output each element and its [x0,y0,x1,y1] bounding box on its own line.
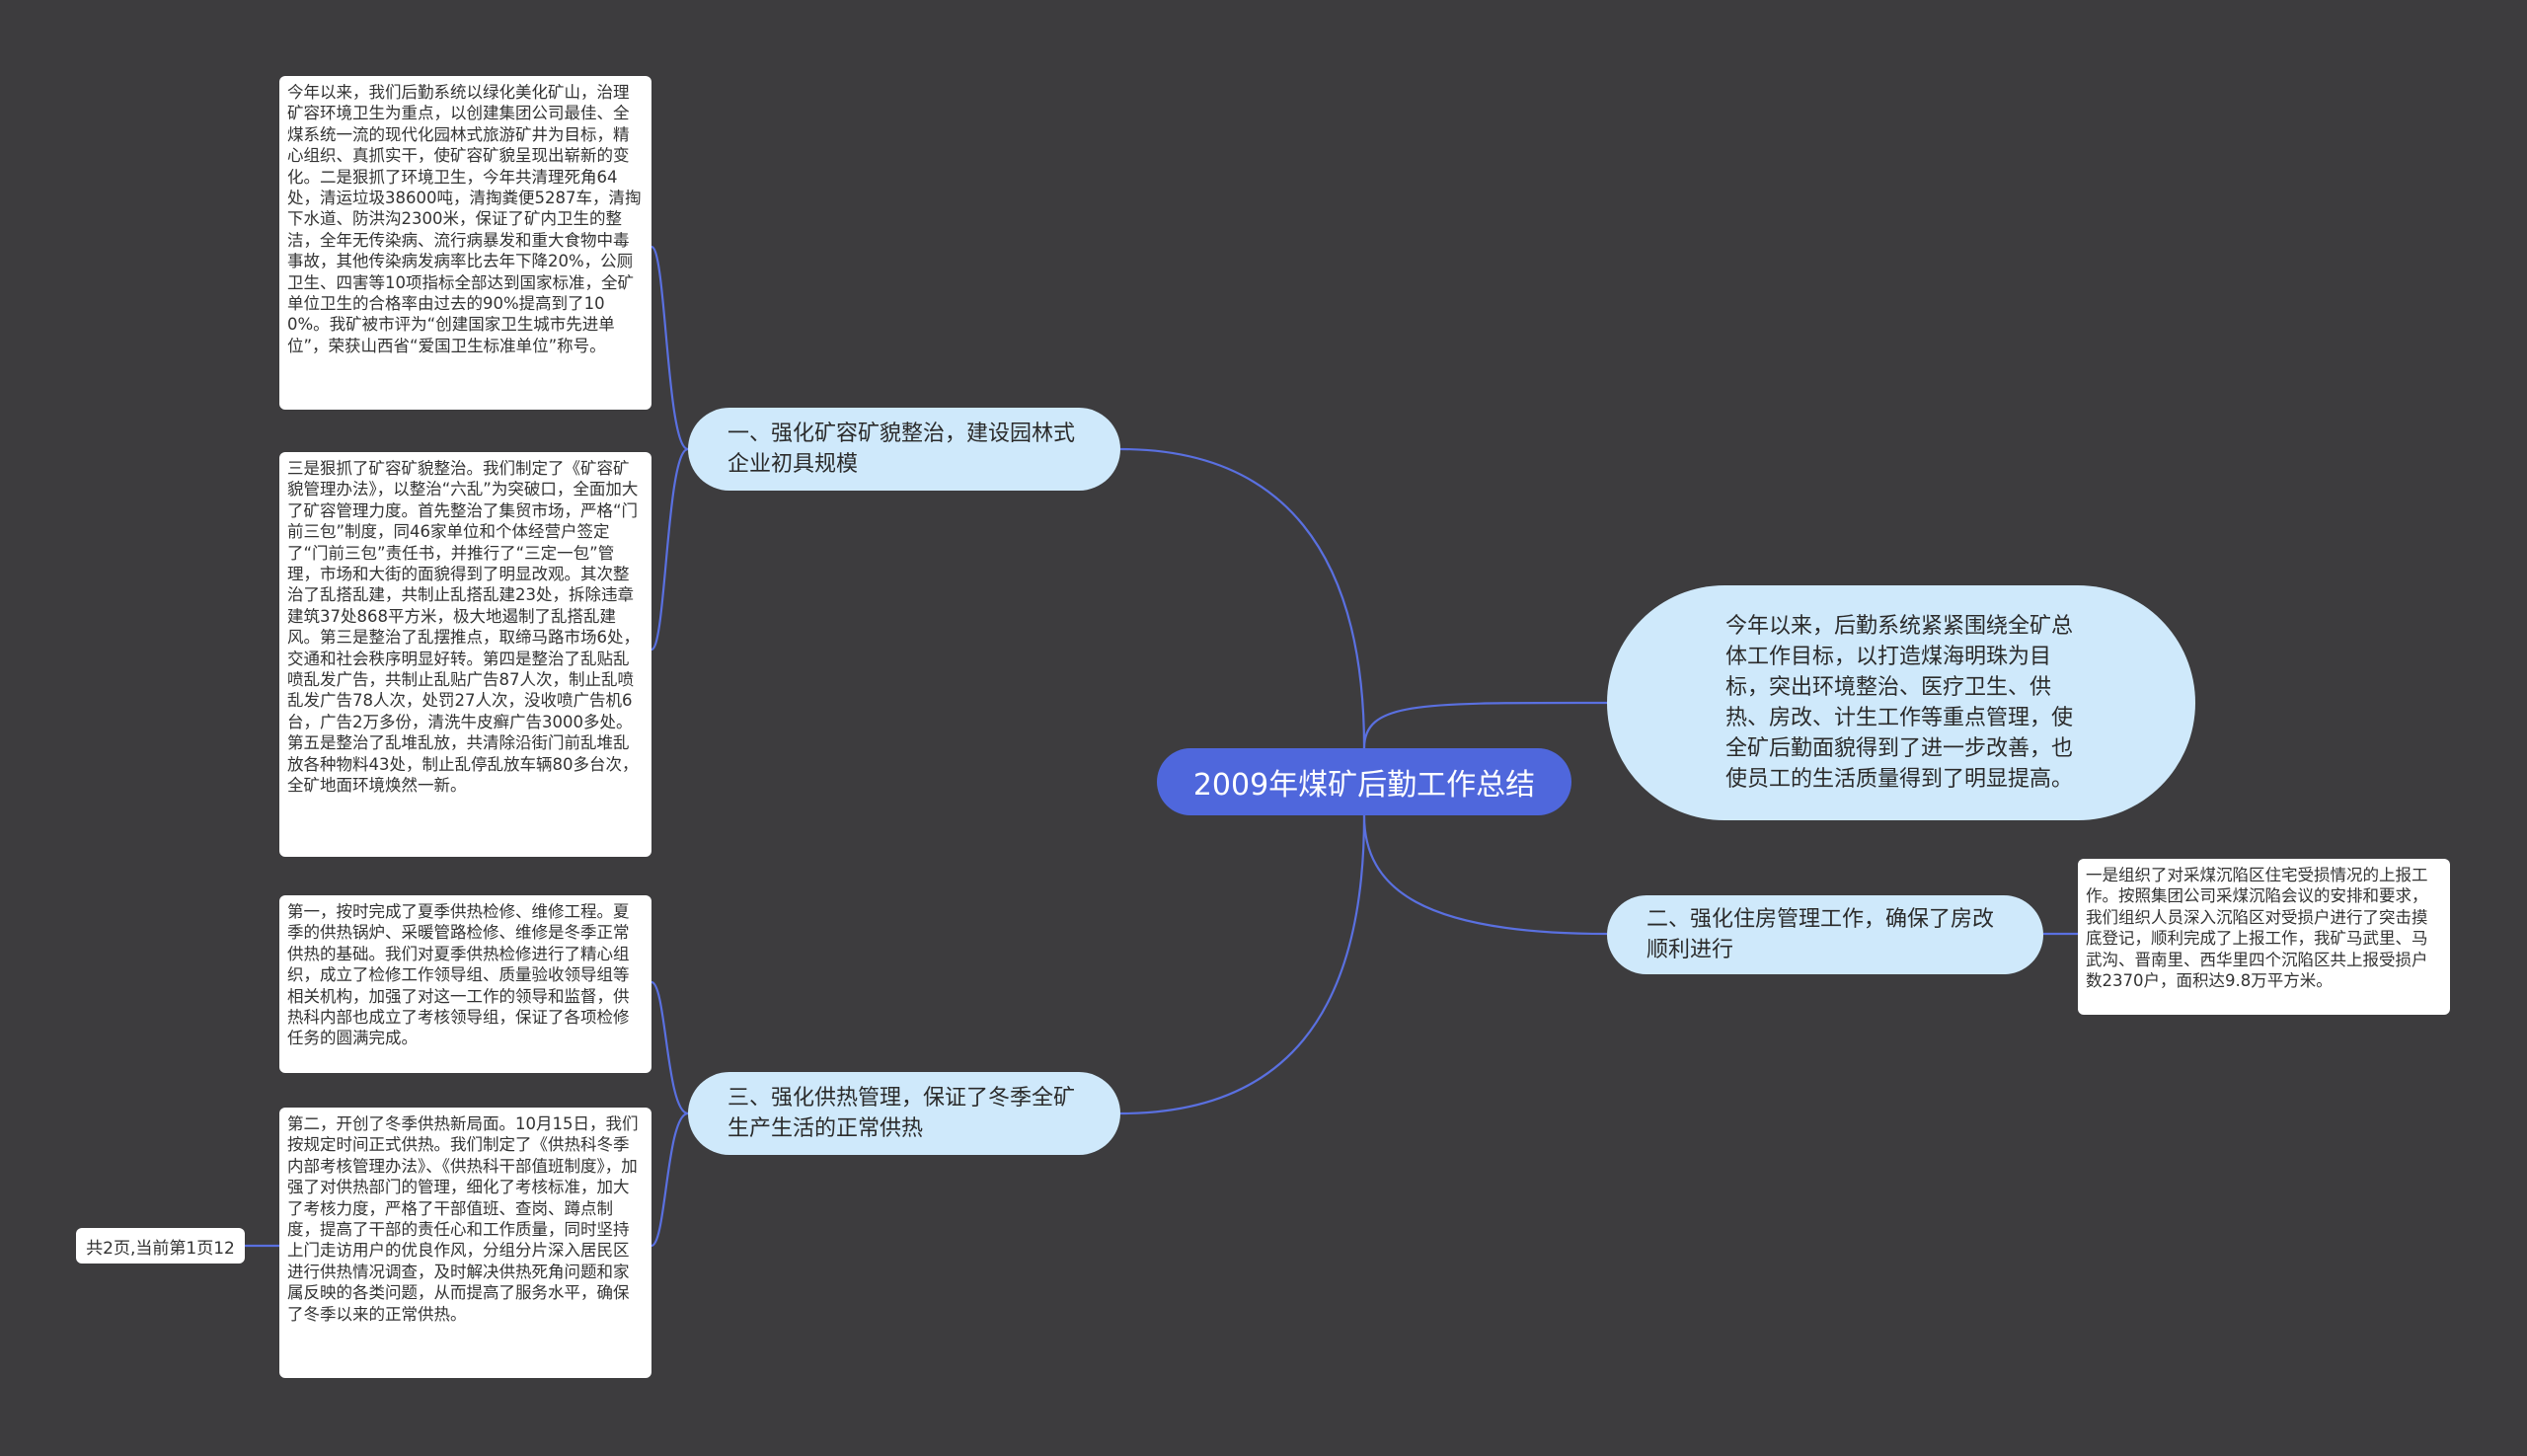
branch-label-2: 二、强化住房管理工作，确保了房改顺利进行 [1646,907,1995,962]
detail-text-1-2: 三是狠抓了矿容矿貌整治。我们制定了《矿容矿貌管理办法》，以整治“六乱”为突破口，… [287,459,640,796]
root-topic-label: 2009年煤矿后勤工作总结 [1192,768,1536,803]
detail-text-1-1: 今年以来，我们后勤系统以绿化美化矿山，治理矿容环境卫生为重点，以创建集团公司最佳… [287,83,642,355]
detail-node-1-2[interactable]: 三是狠抓了矿容矿貌整治。我们制定了《矿容矿貌管理办法》，以整治“六乱”为突破口，… [279,452,651,857]
branch-label-3: 三、强化供热管理，保证了冬季全矿生产生活的正常供热 [727,1086,1076,1141]
detail-node-3-1[interactable]: 第一，按时完成了夏季供热检修、维修工程。夏季的供热锅炉、采暖管路检修、维修是冬季… [279,895,651,1073]
summary-node[interactable]: 今年以来，后勤系统紧紧围绕全矿总体工作目标，以打造煤海明珠为目标，突出环境整治、… [1607,585,2195,820]
link-branch3-detail1 [651,980,689,1115]
pagination-text: 共2页,当前第1页12 [86,1238,235,1259]
link-branch1-detail2 [650,447,689,651]
detail-text-3-1: 第一，按时完成了夏季供热检修、维修工程。夏季的供热锅炉、采暖管路检修、维修是冬季… [287,902,630,1048]
link-root-branch3 [1119,814,1366,1115]
detail-node-1-1[interactable]: 今年以来，我们后勤系统以绿化美化矿山，治理矿容环境卫生为重点，以创建集团公司最佳… [279,76,651,410]
branch-node-1[interactable]: 一、强化矿容矿貌整治，建设园林式企业初具规模 [688,408,1120,491]
detail-node-3-2[interactable]: 第二，开创了冬季供热新局面。10月15日，我们按规定时间正式供热。我们制定了《供… [279,1108,651,1378]
link-branch1-detail1 [650,245,689,451]
branch-node-3[interactable]: 三、强化供热管理，保证了冬季全矿生产生活的正常供热 [688,1072,1120,1155]
link-branch3-detail2 [651,1111,689,1248]
link-root-branch2 [1362,814,1608,936]
detail-node-2-1[interactable]: 一是组织了对采煤沉陷区住宅受损情况的上报工作。按照集团公司采煤沉陷会议的安排和要… [2078,859,2450,1015]
root-topic[interactable]: 2009年煤矿后勤工作总结 [1157,748,1571,815]
summary-text: 今年以来，后勤系统紧紧围绕全矿总体工作目标，以打造煤海明珠为目标，突出环境整治、… [1725,614,2074,792]
branch-label-1: 一、强化矿容矿貌整治，建设园林式企业初具规模 [727,421,1076,477]
detail-text-2-1: 一是组织了对采煤沉陷区住宅受损情况的上报工作。按照集团公司采煤沉陷会议的安排和要… [2086,866,2428,991]
branch-node-2[interactable]: 二、强化住房管理工作，确保了房改顺利进行 [1607,895,2043,974]
link-root-summary [1362,701,1608,749]
detail-text-3-2: 第二，开创了冬季供热新局面。10月15日，我们按规定时间正式供热。我们制定了《供… [287,1114,639,1324]
link-root-branch1 [1119,447,1366,749]
pagination-indicator[interactable]: 共2页,当前第1页12 [76,1228,245,1264]
